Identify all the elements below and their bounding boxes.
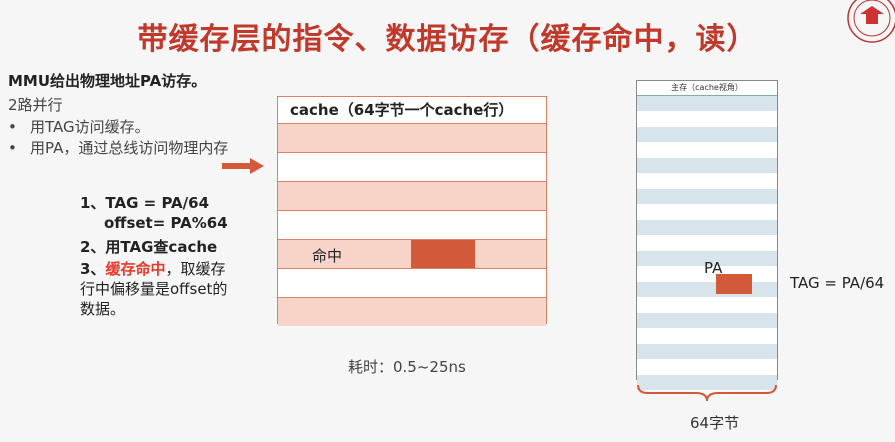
cache-header: cache（64字节一个cache行） (278, 97, 546, 124)
university-logo (838, 0, 895, 44)
memory-row (637, 344, 777, 360)
cache-row (278, 182, 546, 211)
step-1: 1、TAG = PA/64 (80, 194, 210, 212)
cache-row (278, 124, 546, 153)
memory-table: 主存（cache视角） (636, 80, 778, 391)
memory-header: 主存（cache视角） (637, 81, 777, 96)
cache-row (278, 269, 546, 298)
memory-row (637, 143, 777, 158)
hit-label: 命中 (312, 247, 343, 265)
memory-row (637, 158, 777, 174)
mmu-text: MMU给出物理地址PA访存。 (8, 72, 207, 90)
bullet-item: •用PA，通过总线访问物理内存 (8, 139, 229, 157)
bytes-label: 64字节 (690, 414, 740, 432)
parallel-text: 2路并行 (8, 96, 63, 114)
step-3-line2: 行中偏移量是offset的 (80, 280, 228, 298)
memory-row (637, 360, 777, 375)
step-3-line3: 数据。 (80, 300, 126, 318)
bullet-item: •用TAG访问缓存。 (8, 118, 150, 136)
memory-row (637, 375, 777, 391)
page-title: 带缓存层的指令、数据访存（缓存命中，读） (137, 22, 758, 57)
step-1-offset: offset= PA%64 (104, 214, 228, 232)
memory-row (637, 96, 777, 112)
memory-row (637, 267, 777, 282)
timing-text: 耗时：0.5~25ns (348, 358, 466, 376)
memory-row (637, 298, 777, 313)
cache-row (278, 298, 546, 326)
pa-label: PA (704, 259, 723, 277)
cache-row-hit: 命中 (278, 240, 546, 269)
memory-row (637, 189, 777, 205)
memory-row (637, 282, 777, 298)
hit-block (411, 240, 475, 268)
memory-row (637, 112, 777, 127)
memory-row (637, 127, 777, 143)
right-arrow-icon (222, 158, 264, 174)
cache-table: cache（64字节一个cache行） 命中 (277, 96, 547, 326)
memory-row (637, 174, 777, 189)
memory-row (637, 329, 777, 344)
memory-row (637, 205, 777, 220)
tag-equation: TAG = PA/64 (790, 274, 885, 292)
step-2: 2、用TAG查cache (80, 238, 218, 256)
cache-row (278, 211, 546, 240)
memory-row (637, 313, 777, 329)
cache-row (278, 153, 546, 182)
brace-icon (637, 384, 777, 402)
memory-row (637, 236, 777, 251)
memory-row (637, 251, 777, 267)
memory-row (637, 220, 777, 236)
step-3: 3、缓存命中，取缓存 (80, 260, 226, 278)
pa-block (716, 274, 752, 294)
